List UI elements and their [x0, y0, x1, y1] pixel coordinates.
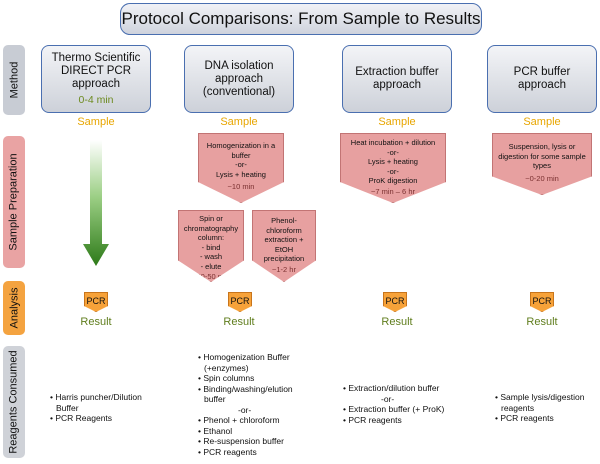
sample-label: Sample: [378, 116, 416, 128]
prep-time: ~10 min: [227, 182, 255, 191]
diagram-title: Protocol Comparisons: From Sample to Res…: [120, 3, 482, 35]
prep-line: - wash: [199, 252, 223, 261]
sample-label: Sample: [523, 116, 561, 128]
method-line: approach: [215, 72, 263, 85]
method-line: DNA isolation: [204, 59, 274, 72]
method-time: 0-4 min: [78, 93, 114, 106]
row-label-method: Method: [3, 45, 25, 115]
prep-time: ~7 min – 6 hr: [371, 186, 415, 196]
prep-line: buffer: [231, 150, 251, 160]
reagent-item: • PCR reagents: [495, 413, 554, 423]
reagents-list-direct: • Harris puncher/Dilution Buffer • PCR R…: [50, 392, 170, 424]
prep-line: column:: [197, 233, 225, 242]
sample-label: Sample: [220, 116, 258, 128]
reagent-item: • PCR reagents: [198, 446, 257, 457]
reagent-item: • Ethanol: [198, 425, 233, 436]
row-label-prep-text: Sample Preparation: [8, 153, 21, 251]
pcr-badge: PCR: [228, 292, 252, 312]
result-label: Result: [223, 316, 255, 328]
result-label: Result: [381, 316, 413, 328]
prep-line: Heat incubation + dilution: [350, 138, 436, 147]
row-label-prep: Sample Preparation: [3, 136, 25, 268]
prep-step-phenol-chloroform: Phenol- chloroform extraction + EtOH pre…: [252, 210, 316, 282]
reagents-list-extraction-buffer: • Extraction/dilution buffer -or- • Extr…: [343, 383, 473, 425]
reagent-item: • Homogenization Buffer: [198, 352, 290, 362]
result-label: Result: [526, 316, 558, 328]
prep-time: ~1-2 hr: [272, 264, 296, 274]
prep-line: precipitation: [263, 254, 305, 263]
prep-line: Spin or: [199, 214, 223, 223]
prep-line: chromatography: [183, 223, 239, 233]
prep-line: - elute: [200, 261, 222, 271]
method-box-direct: Thermo Scientific DIRECT PCR approach 0-…: [41, 45, 151, 113]
reagent-item: • PCR reagents: [343, 414, 402, 425]
prep-line: Suspension, lysis or: [508, 142, 576, 151]
reagent-item: (+enzymes): [204, 362, 249, 373]
reagent-item: • Extraction buffer (+ ProK): [343, 404, 445, 414]
prep-line: extraction +: [264, 235, 304, 244]
prep-line: types: [533, 161, 551, 170]
result-label: Result: [80, 316, 112, 328]
prep-line: - bind: [201, 242, 221, 252]
row-label-reagents-text: Reagents Consumed: [8, 350, 20, 454]
prep-line: EtOH: [274, 244, 294, 254]
pcr-badge: PCR: [530, 292, 554, 312]
prep-line: Homogenization in a: [206, 141, 276, 150]
method-box-pcr-buffer: PCR buffer approach: [487, 45, 597, 113]
prep-step-extraction: Heat incubation + dilution -or- Lysis + …: [340, 133, 446, 203]
method-line: Extraction buffer: [355, 66, 439, 78]
reagent-item: • PCR Reagents: [50, 413, 113, 423]
prep-line: chloroform: [266, 225, 302, 235]
reagent-item: -or-: [381, 393, 395, 404]
row-label-analysis-text: Analysis: [8, 287, 20, 329]
method-box-dna-isolation: DNA isolation approach (conventional): [184, 45, 294, 113]
reagent-item: reagents: [501, 402, 535, 413]
prep-time: ~0-20 min: [525, 173, 559, 183]
prep-line: Phenol-: [271, 216, 297, 225]
reagent-item: -or-: [238, 404, 252, 415]
direct-arrow-icon: [83, 140, 109, 266]
row-label-reagents: Reagents Consumed: [3, 346, 25, 458]
prep-line: Lysis + heating: [368, 157, 418, 166]
reagent-item: • Extraction/dilution buffer: [343, 383, 440, 393]
row-label-method-text: Method: [8, 61, 21, 99]
method-line: approach: [72, 77, 120, 90]
method-line: Thermo Scientific: [51, 51, 141, 64]
prep-step-pcr-buffer: Suspension, lysis or digestion for some …: [492, 133, 592, 195]
prep-line: -or-: [387, 147, 399, 157]
method-line: approach: [518, 79, 566, 91]
reagent-item: • Re-suspension buffer: [198, 436, 284, 446]
method-box-extraction-buffer: Extraction buffer approach: [342, 45, 452, 113]
reagents-list-dna-isolation: • Homogenization Buffer (+enzymes) • Spi…: [198, 352, 328, 457]
prep-line: -or-: [387, 166, 399, 176]
pcr-badge: PCR: [84, 292, 108, 312]
reagents-list-pcr-buffer: • Sample lysis/digestion reagents • PCR …: [495, 392, 600, 424]
prep-line: ProK digestion: [368, 176, 418, 185]
reagent-item: buffer: [204, 394, 226, 404]
reagent-item: • Harris puncher/Dilution: [50, 392, 142, 402]
row-label-analysis: Analysis: [3, 281, 25, 335]
prep-step-homogenization: Homogenization in a buffer -or- Lysis + …: [198, 133, 284, 203]
prep-line: digestion for some sample: [498, 151, 586, 161]
pcr-badge: PCR: [383, 292, 407, 312]
method-line: approach: [373, 79, 421, 91]
method-line: (conventional): [202, 85, 276, 98]
reagent-item: • Binding/washing/elution: [198, 383, 293, 394]
reagent-item: • Spin columns: [198, 373, 255, 383]
prep-step-spin-column: Spin or chromatography column: - bind - …: [178, 210, 244, 282]
method-line: PCR buffer: [513, 66, 571, 78]
reagent-item: • Sample lysis/digestion: [495, 392, 585, 402]
prep-line: Lysis + heating: [216, 169, 266, 179]
reagent-item: Buffer: [56, 402, 79, 413]
method-line: DIRECT PCR: [60, 64, 132, 77]
prep-time: ~30-50 min: [192, 272, 230, 281]
prep-line: -or-: [235, 160, 247, 169]
reagent-item: • Phenol + chloroform: [198, 415, 280, 425]
sample-label: Sample: [77, 116, 115, 128]
